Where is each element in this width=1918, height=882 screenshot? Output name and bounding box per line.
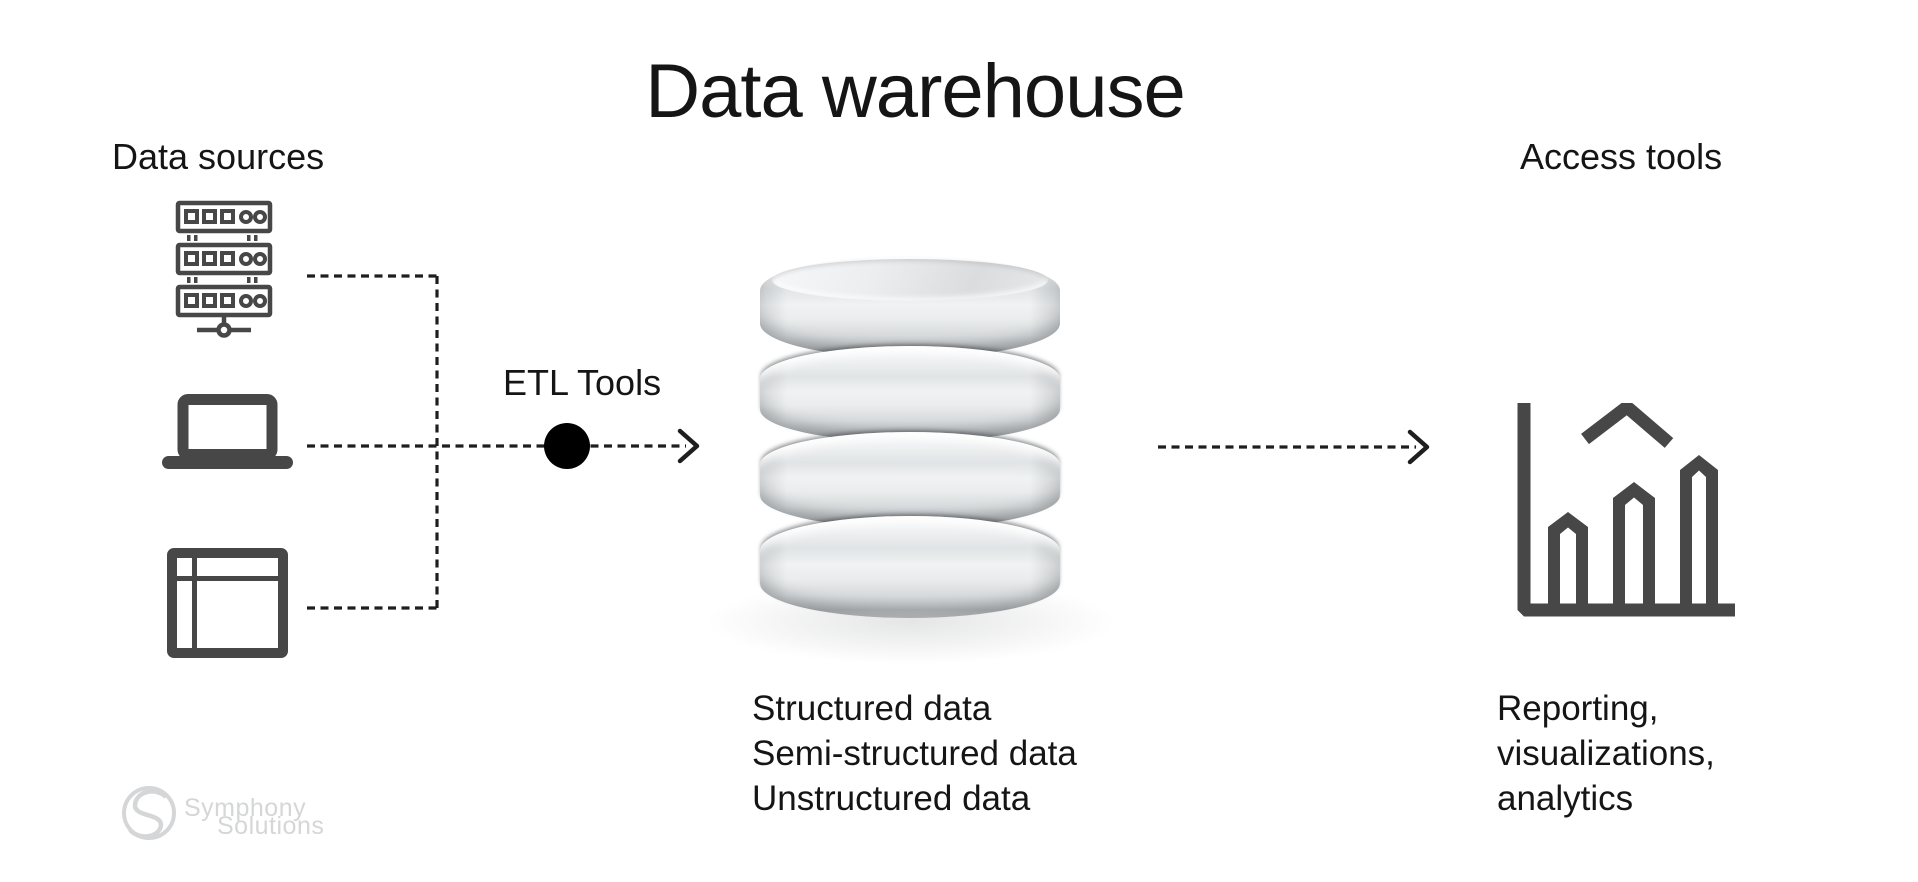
label-access-tools: Access tools — [1520, 136, 1723, 177]
table-icon — [167, 548, 288, 658]
label-data-sources: Data sources — [112, 136, 325, 177]
chart-growth-chevron-icon — [1581, 403, 1674, 448]
database-disc — [760, 346, 1060, 442]
chart-bars — [1548, 455, 1718, 607]
symphony-solutions-logo: Symphony Solutions — [120, 782, 350, 842]
etl-arrowhead-icon — [677, 428, 700, 464]
laptop-icon — [162, 394, 293, 469]
symphony-logo-mark-icon — [122, 786, 176, 840]
chart-axes — [1517, 403, 1735, 617]
laptop-screen — [177, 394, 278, 460]
label-etl-tools: ETL Tools — [503, 362, 662, 403]
server-network-link — [197, 315, 251, 338]
warehouse-data-types-caption: Structured data Semi-structured data Uns… — [752, 686, 1077, 821]
database-disc — [760, 432, 1060, 528]
etl-dot — [544, 423, 590, 469]
caption-line: Unstructured data — [752, 779, 1031, 818]
access-tools-caption: Reporting, visualizations, analytics — [1497, 686, 1715, 821]
database-disc — [760, 516, 1060, 618]
logo-text-line: Solutions — [217, 812, 325, 840]
laptop-base — [162, 456, 293, 469]
database-cylinder-graphic — [760, 256, 1060, 618]
caption-line: Semi-structured data — [752, 734, 1077, 773]
server-leds — [184, 209, 267, 308]
logo-text-line: Symphony — [184, 794, 307, 822]
caption-line: Reporting, — [1497, 689, 1659, 728]
page-title: Data warehouse — [645, 49, 1185, 134]
caption-line: Structured data — [752, 689, 992, 728]
database-disc — [760, 256, 1060, 358]
bar-chart-icon — [1517, 403, 1735, 617]
caption-line: analytics — [1497, 779, 1634, 818]
server-pins — [187, 235, 258, 283]
access-arrowhead-icon — [1407, 429, 1430, 465]
server-stack-icon — [175, 200, 273, 338]
caption-line: visualizations, — [1497, 734, 1715, 773]
